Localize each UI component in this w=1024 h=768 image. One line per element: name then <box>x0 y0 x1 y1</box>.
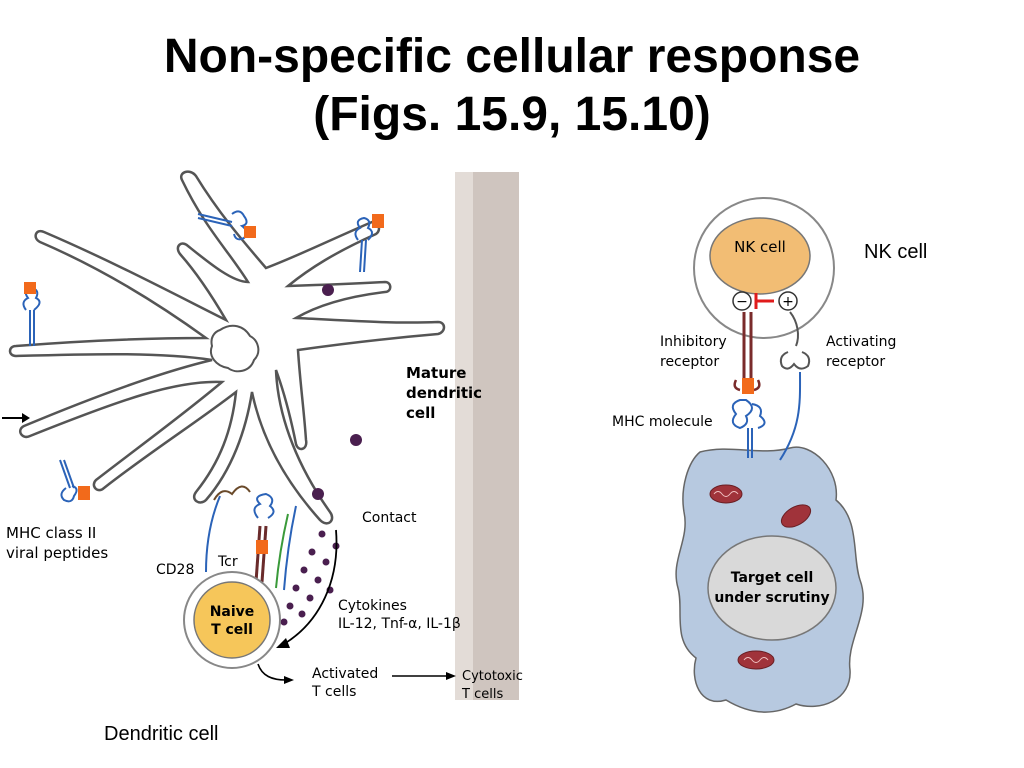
naive-label-1: Naive <box>210 604 255 620</box>
coreceptor-dot-1 <box>322 284 334 296</box>
tcr-peptide <box>256 540 268 554</box>
activating-head <box>779 351 811 370</box>
mhc-peptide <box>742 378 754 394</box>
dendritic-nucleus <box>210 324 260 373</box>
page-shadow-edge <box>455 172 473 700</box>
contact-arrow-head <box>276 638 290 648</box>
activating-label-1: Activating <box>826 334 896 350</box>
inhibitory-head <box>733 379 761 392</box>
cytotoxic-label-1: Cytotoxic <box>462 669 523 684</box>
coreceptor-dot-2 <box>350 434 362 446</box>
cd28-head <box>213 485 251 501</box>
naive-label-2: T cell <box>211 622 253 638</box>
nk-cell-label: NK cell <box>734 238 786 256</box>
slide-title: Non-specific cellular response (Figs. 15… <box>0 28 1024 144</box>
target-label-2: under scrutiny <box>714 590 829 606</box>
title-line-1: Non-specific cellular response <box>163 30 861 83</box>
activated-label-2: T cells <box>311 684 356 700</box>
title-line-2: (Figs. 15.9, 15.10) <box>313 88 711 141</box>
tcr-mhc <box>253 492 275 519</box>
mhc-complex-top-right <box>354 214 384 273</box>
inhibitory-label-1: Inhibitory <box>660 334 727 350</box>
activating-ligand <box>779 371 802 461</box>
inhibitory-label-2: receptor <box>660 354 719 370</box>
mhc-complex-left-bottom <box>59 459 90 503</box>
plus-signal <box>778 291 798 311</box>
nk-cell-nucleus <box>709 217 811 295</box>
activating-stalk <box>789 311 799 347</box>
cd28-label: CD28 <box>156 562 194 578</box>
cytokines-label-1: Cytokines <box>338 598 407 614</box>
activated-label-1: Activated <box>312 666 378 682</box>
mhc-complex-top <box>197 210 256 241</box>
left-arrow-head <box>22 413 30 423</box>
target-label-1: Target cell <box>731 570 814 586</box>
tcr-label: Tcr <box>217 554 238 570</box>
dendritic-figure: Mature dendritic cell MHC class II viral… <box>2 170 523 702</box>
cytokine-dots <box>280 530 340 626</box>
nk-cell-caption: NK cell <box>864 241 928 263</box>
nk-figure: NK cell − + Inhibitory receptor Activati… <box>612 197 896 713</box>
mhc-label-2: viral peptides <box>6 544 108 562</box>
cytokines-label-2: IL-12, Tnf-α, IL-1β <box>338 616 461 632</box>
blue-coreceptor <box>283 505 297 591</box>
cytotoxic-label-2: T cells <box>461 687 503 702</box>
cytotoxic-arrow-head <box>446 672 456 680</box>
mhc-molecule-label: MHC molecule <box>612 414 713 430</box>
mature-label-3: cell <box>406 404 435 422</box>
mitochondria <box>709 484 812 670</box>
contact-arrow <box>283 529 338 645</box>
mature-label-2: dendritic <box>406 384 482 402</box>
coreceptor-dot-3 <box>312 488 324 500</box>
mhc-molecule-b <box>751 403 766 429</box>
dendritic-cell-caption: Dendritic cell <box>104 723 219 745</box>
contact-label: Contact <box>362 510 417 526</box>
activation-arrow-head <box>284 676 294 684</box>
minus-signal <box>732 291 752 311</box>
mhc-label-1: MHC class II <box>6 524 96 542</box>
activation-arrow-curve <box>257 663 287 681</box>
target-nucleus <box>707 535 837 641</box>
minus-symbol: − <box>736 294 748 310</box>
plus-symbol: + <box>782 294 794 310</box>
mhc-molecule <box>731 399 753 430</box>
mitochondria-cristae <box>713 491 769 663</box>
naive-t-cell-nucleus <box>193 581 271 659</box>
mature-label-1: Mature <box>406 364 466 382</box>
activating-label-2: receptor <box>826 354 885 370</box>
mhc-complex-left-top <box>22 282 41 346</box>
green-coreceptor <box>275 513 289 589</box>
cd28-line <box>205 495 221 573</box>
